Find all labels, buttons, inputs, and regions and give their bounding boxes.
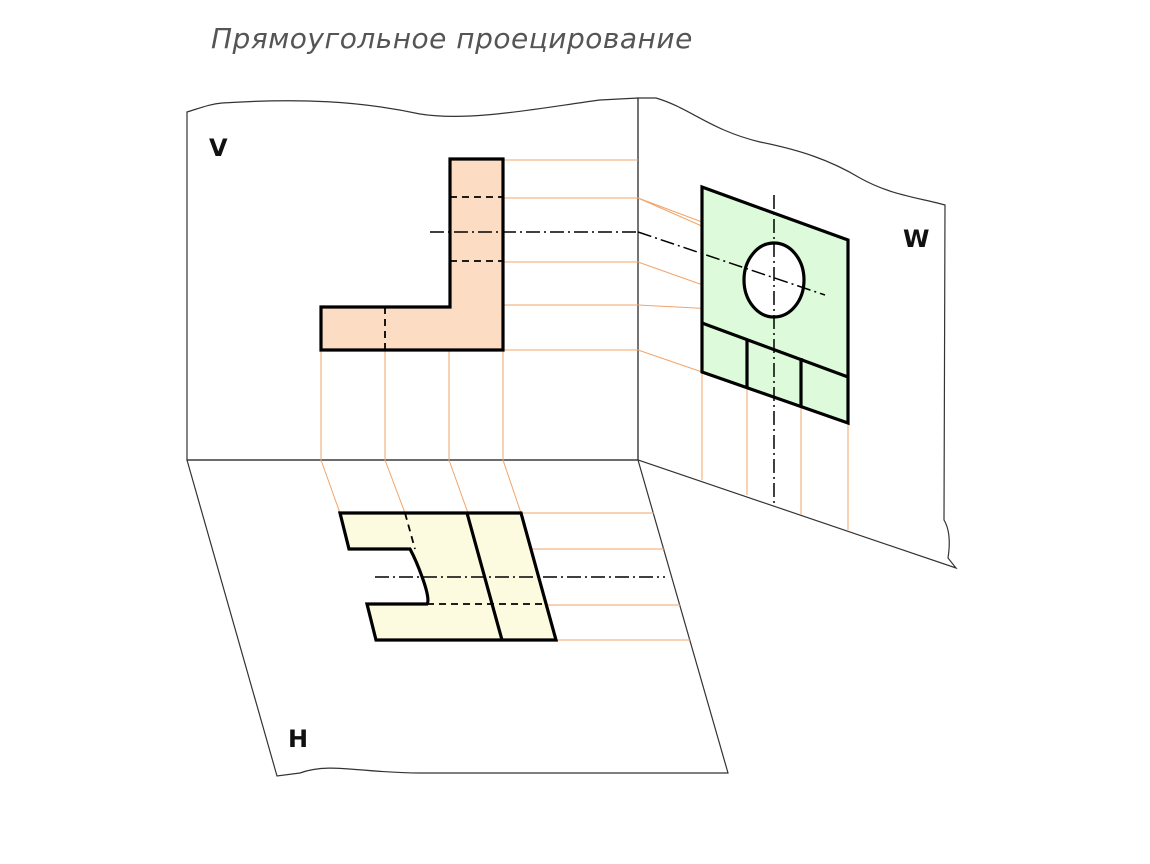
top-view	[337, 511, 665, 642]
plane-h-label: H	[288, 725, 308, 753]
plane-w	[637, 97, 958, 570]
front-view	[319, 157, 638, 352]
page-title: Прямоугольное проецирование	[211, 22, 693, 55]
side-view	[637, 184, 850, 505]
front-view-outline	[319, 157, 505, 352]
plane-v	[186, 97, 639, 461]
plane-v-label: V	[209, 134, 228, 162]
plane-h	[186, 459, 729, 777]
plane-w-label: W	[903, 225, 929, 253]
projection-lines	[320, 159, 849, 641]
